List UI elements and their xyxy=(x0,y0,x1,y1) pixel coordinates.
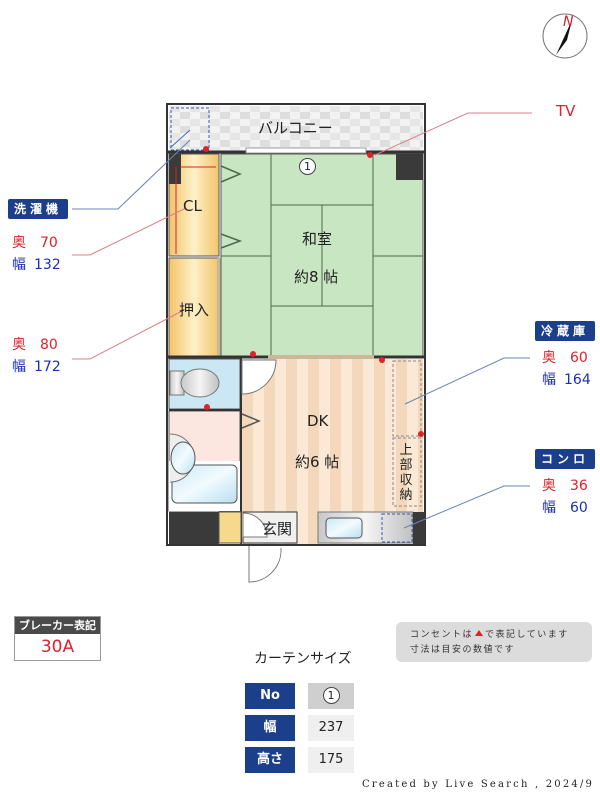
washitsu-size: 約8 帖 xyxy=(294,268,339,286)
closet-label: CL xyxy=(183,197,202,215)
balcony-label: バルコニー xyxy=(258,119,333,137)
credit-text: Created by Live Search , 2024/9 xyxy=(362,779,595,790)
stove-label: コンロ xyxy=(535,449,595,469)
washitsu-name: 和室 xyxy=(302,230,333,248)
genkan-label: 玄関 xyxy=(262,520,293,538)
upper-storage-label: 上部収納 xyxy=(399,443,413,503)
outlet-triangle-icon xyxy=(475,630,484,636)
tv-label: TV xyxy=(556,102,576,120)
curtain-size-title: カーテンサイズ xyxy=(254,651,352,667)
dk-size: 約6 帖 xyxy=(295,453,340,471)
legend-note: コンセントはで表記しています 寸法は目安の数値です xyxy=(396,622,592,662)
dk-name: DK xyxy=(307,412,329,430)
washer-label: 洗濯機 xyxy=(8,199,68,219)
curtain-row-height: 高さ 175 xyxy=(245,747,357,773)
curtain-row-no: No 1 xyxy=(245,683,357,709)
curtain-row-width: 幅 237 xyxy=(245,715,357,741)
breaker-value: 30A xyxy=(15,634,100,660)
breaker-box: ブレーカー表記 30A xyxy=(14,616,101,661)
compass-north-icon: N xyxy=(563,14,574,30)
curtain-marker: 1 xyxy=(299,158,316,175)
oshiire-label: 押入 xyxy=(179,301,210,319)
breaker-header: ブレーカー表記 xyxy=(15,617,100,634)
fridge-label: 冷蔵庫 xyxy=(535,321,595,341)
